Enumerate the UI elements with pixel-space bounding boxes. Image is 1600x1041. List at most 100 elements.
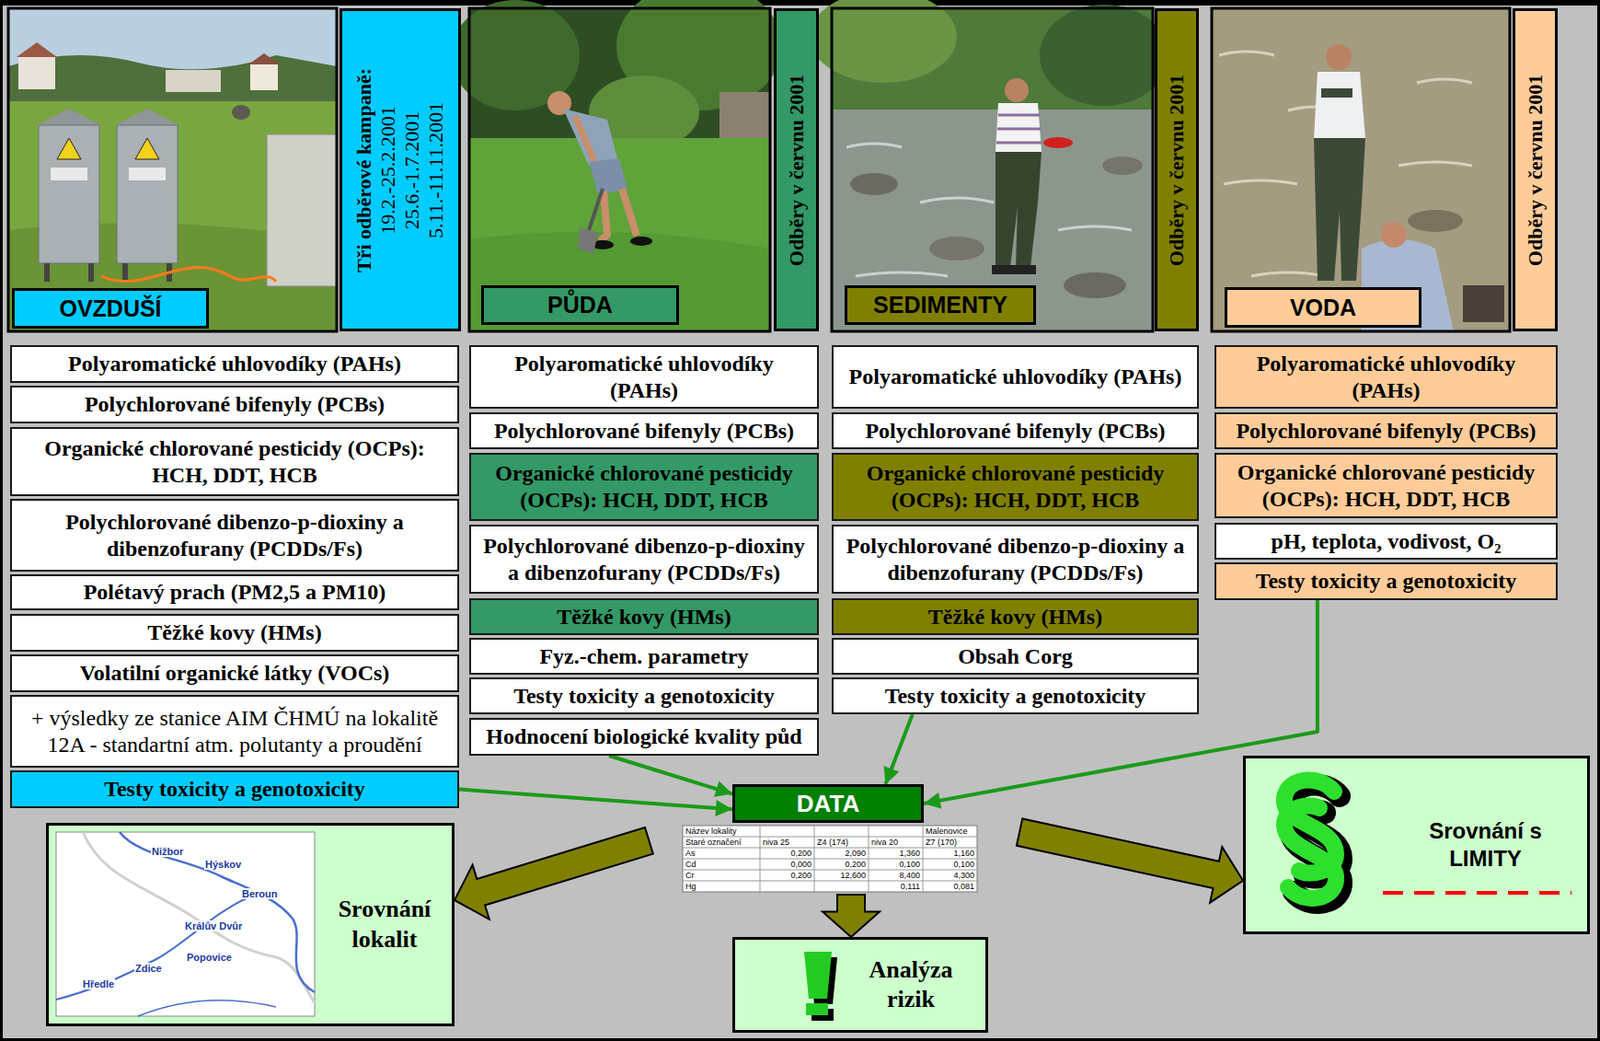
parameter-box: Těžké kovy (HMs) xyxy=(469,598,819,635)
parameter-text: Polyaromatické uhlovodíky (PAHs) xyxy=(849,363,1183,391)
parameter-text: Polychlorované bifenyly (PCBs) xyxy=(864,417,1165,445)
table-cell: 0,200 xyxy=(760,848,814,858)
water-sampling-photo xyxy=(1211,8,1510,332)
medium-name: OVZDUŠÍ xyxy=(58,295,162,323)
parameter-box: Testy toxicity a genotoxicity xyxy=(469,677,819,714)
parameter-text: Polychlorované bifenyly (PCBs) xyxy=(84,391,385,418)
parameter-box: Testy toxicity a genotoxicity xyxy=(10,770,460,808)
table-cell: 12,600 xyxy=(815,870,868,880)
parameter-box: Polyaromatické uhlovodíky (PAHs) xyxy=(469,345,819,409)
place-name: Zdice xyxy=(134,962,163,974)
air-sampling-photo xyxy=(8,8,337,332)
date-text: Odběry v červnu 2001 xyxy=(1164,14,1189,325)
date-text: 25.6.-1.7.2001 xyxy=(400,14,425,325)
medium-label: PŮDA xyxy=(481,285,680,325)
medium-name: VODA xyxy=(1289,294,1357,322)
exclamation-symbol xyxy=(804,951,838,1021)
output-text: Analýza rizik xyxy=(851,955,971,1015)
parameter-text: Testy toxicity a genotoxicity xyxy=(103,775,366,803)
parameter-text: Testy toxicity a genotoxicity xyxy=(885,682,1147,710)
parameter-box: Volatilní organické látky (VOCs) xyxy=(10,654,460,692)
connector xyxy=(609,755,733,797)
table-cell: Z7 (170) xyxy=(923,837,977,847)
parameter-box: Hodnocení biologické kvality půd xyxy=(469,717,819,756)
parameter-text: Testy toxicity a genotoxicity xyxy=(513,682,775,710)
table-cell: 4,300 xyxy=(923,870,977,880)
place-name: Nižbor xyxy=(150,845,185,857)
sediment-sampling-photo xyxy=(809,0,1169,332)
parameter-box: Polychlorované bifenyly (PCBs) xyxy=(1214,412,1558,449)
limit-line xyxy=(1382,890,1572,895)
table-cell: 0,200 xyxy=(815,859,868,869)
parameter-text: Těžké kovy (HMs) xyxy=(147,619,322,646)
parameter-box: Organické chlorované pesticidy (OCPs): H… xyxy=(1214,452,1558,518)
date-text: Odběry v červnu 2001 xyxy=(1523,14,1548,325)
table-cell: Malenovice xyxy=(923,826,977,836)
connector xyxy=(883,713,912,784)
parameter-text: Organické chlorované pesticidy (OCPs): H… xyxy=(1225,459,1547,513)
parameter-text: pH, teplota, vodivost, O₂ xyxy=(1271,528,1502,555)
data-text: DATA xyxy=(796,789,860,818)
table-cell: 1,160 xyxy=(923,848,977,858)
parameter-text: Polyaromatické uhlovodíky (PAHs) xyxy=(68,350,402,378)
parameter-box: Polychlorované dibenzo-p-dioxiny a diben… xyxy=(10,498,460,572)
parameter-box: Polychlorované dibenzo-p-dioxiny a diben… xyxy=(831,524,1199,594)
parameter-box: Polychlorované bifenyly (PCBs) xyxy=(10,385,460,424)
table-cell: Z4 (174) xyxy=(815,837,868,847)
parameter-box: Polyaromatické uhlovodíky (PAHs) xyxy=(831,345,1199,409)
parameter-box: Organické chlorované pesticidy (OCPs): H… xyxy=(831,452,1199,521)
date-band: Odběry v červnu 2001 xyxy=(1512,8,1558,332)
table-cell: Cd xyxy=(683,859,760,869)
connector xyxy=(822,894,880,937)
medium-label: SEDIMENTY xyxy=(844,285,1036,325)
place-name: Beroun xyxy=(241,887,279,899)
parameter-text: Polychlorované bifenyly (PCBs) xyxy=(494,417,795,445)
table-cell: 1,360 xyxy=(869,848,922,858)
parameter-text: Organické chlorované pesticidy (OCPs): H… xyxy=(478,460,810,514)
output-box: Analýza rizik xyxy=(732,936,989,1033)
parameter-text: Fyz.-chem. parametry xyxy=(539,643,749,670)
parameter-box: Polétavý prach (PM2,5 a PM10) xyxy=(10,574,460,611)
place-name: Popovice xyxy=(185,951,233,963)
parameter-text: Volatilní organické látky (VOCs) xyxy=(80,659,391,687)
parameter-box: Testy toxicity a genotoxicity xyxy=(1214,562,1558,600)
parameter-text: Polychlorované dibenzo-p-dioxiny a diben… xyxy=(478,532,810,587)
table-cell: 0,100 xyxy=(869,859,922,869)
date-text: 5.11.-11.11.2001 xyxy=(424,14,449,325)
parameter-text: Organické chlorované pesticidy (OCPs): H… xyxy=(37,435,432,489)
parameter-text: Těžké kovy (HMs) xyxy=(556,603,731,631)
data-box: DATA xyxy=(732,783,924,823)
parameter-text: Polyaromatické uhlovodíky (PAHs) xyxy=(1225,350,1547,404)
map-inset xyxy=(56,831,315,1016)
parameter-box: Polychlorované bifenyly (PCBs) xyxy=(469,412,819,449)
parameter-text: Hodnocení biologické kvality půd xyxy=(485,723,802,750)
medium-label: OVZDUŠÍ xyxy=(11,287,209,329)
parameter-box: + výsledky ze stanice AIM ČHMÚ na lokali… xyxy=(10,694,460,768)
parameter-box: Těžké kovy (HMs) xyxy=(10,613,460,652)
parameter-box: Polychlorované bifenyly (PCBs) xyxy=(831,412,1199,449)
medium-name: PŮDA xyxy=(547,291,613,319)
table-cell: Cr xyxy=(683,870,760,880)
table-cell: Hg xyxy=(683,881,760,891)
table-cell: 2,090 xyxy=(815,848,868,858)
parameter-text: Polychlorované dibenzo-p-dioxiny a diben… xyxy=(37,508,432,563)
parameter-box: Polyaromatické uhlovodíky (PAHs) xyxy=(1214,345,1558,409)
soil-sampling-photo xyxy=(450,0,783,332)
connector xyxy=(454,827,654,920)
parameter-box: Organické chlorované pesticidy (OCPs): H… xyxy=(10,426,460,496)
date-text: 19.2.-25.2.2001 xyxy=(376,14,401,325)
date-band: Odběry v červnu 2001 xyxy=(1154,8,1199,332)
parameter-text: Polyaromatické uhlovodíky (PAHs) xyxy=(478,350,810,404)
paragraph-symbol xyxy=(1284,780,1342,903)
table-cell: 8,400 xyxy=(869,870,922,880)
parameter-box: Fyz.-chem. parametry xyxy=(469,637,819,675)
parameter-text: Polychlorované bifenyly (PCBs) xyxy=(1235,417,1536,445)
medium-label: VODA xyxy=(1224,287,1422,328)
connector xyxy=(1016,817,1244,902)
parameter-box: Testy toxicity a genotoxicity xyxy=(831,677,1199,714)
parameter-text: Obsah Corg xyxy=(957,643,1073,670)
date-band: Tři odběrové kampaně:19.2.-25.2.200125.6… xyxy=(339,8,461,332)
place-name: Hýskov xyxy=(204,858,242,870)
parameter-text: Těžké kovy (HMs) xyxy=(928,603,1103,631)
